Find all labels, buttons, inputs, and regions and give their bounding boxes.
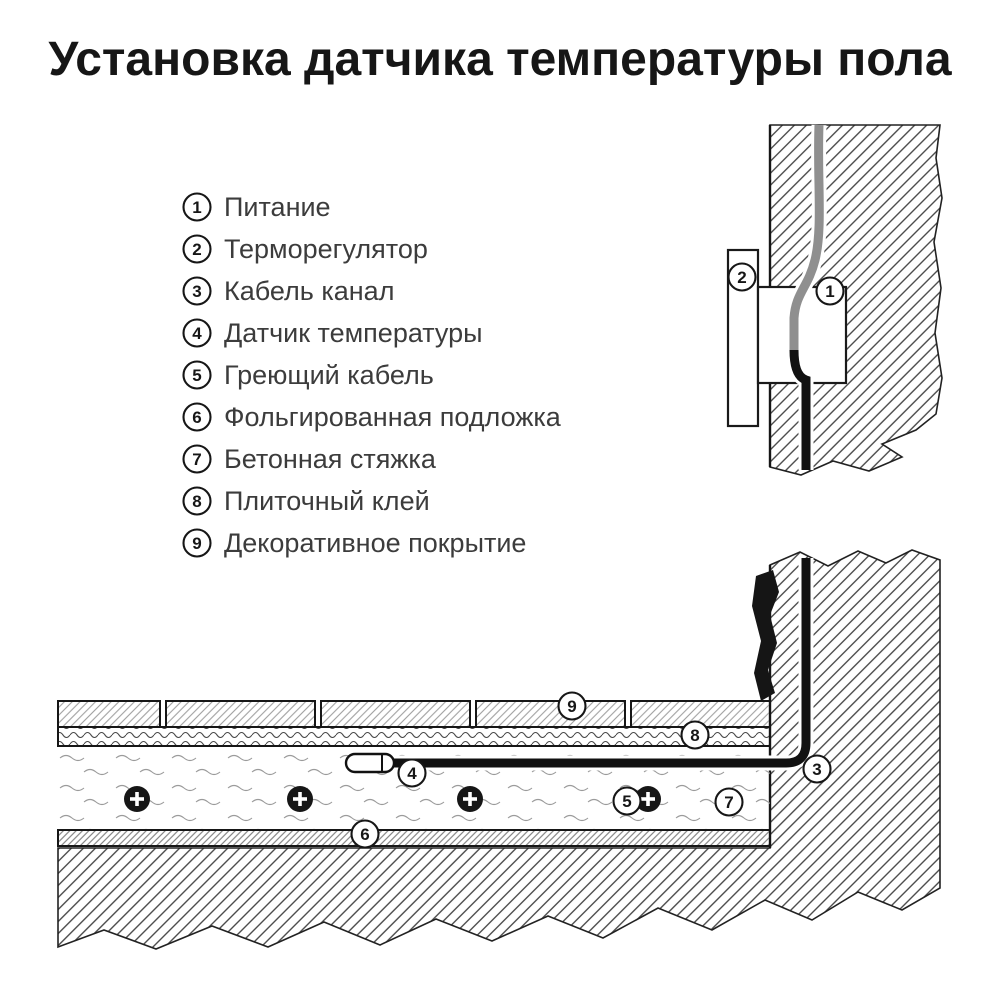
callout-decorative-cover: 9: [557, 691, 587, 721]
callout-decorative-cover-circle: [557, 691, 587, 721]
legend-badge-4: [182, 318, 212, 348]
tile-adhesive-layer: [57, 726, 771, 747]
callout-screed-circle: [714, 787, 744, 817]
legend-item-thermostat: 2 Терморегулятор: [182, 234, 428, 264]
legend-badge-3-number: 3: [192, 282, 201, 301]
callout-power: 1: [815, 276, 845, 306]
callout-cable-channel: 3: [802, 754, 832, 784]
foil-underlay-layer: [57, 829, 771, 847]
callout-foil-underlay-circle: [350, 819, 380, 849]
legend-badge-1: [182, 192, 212, 222]
callout-heating-cable-circle: [612, 786, 642, 816]
callout-tile-adhesive-number: 8: [690, 726, 699, 745]
callout-cable-channel-circle: [802, 754, 832, 784]
legend-badge-8: [182, 486, 212, 516]
diagram-callouts: 1 2 3 4 5 6 7 8: [350, 262, 845, 849]
callout-power-circle: [815, 276, 845, 306]
power-cable: [789, 124, 824, 352]
legend-badge-5-number: 5: [192, 366, 201, 385]
legend-badge-8-number: 8: [192, 492, 201, 511]
heating-cable-dot: [457, 786, 483, 812]
conduit-upper: [789, 349, 811, 470]
heating-cable-dot: [124, 786, 150, 812]
callout-temp-sensor-number: 4: [407, 764, 417, 783]
legend: 1 Питание 2 Терморегулятор 3 Кабель кана…: [182, 192, 562, 558]
legend-item-foil-underlay: 6 Фольгированная подложка: [182, 402, 562, 432]
legend-item-tile-adhesive: 8 Плиточный клей: [182, 486, 430, 516]
subfloor-and-lower-wall-hatch: [57, 549, 941, 950]
callout-cable-channel-number: 3: [812, 760, 821, 779]
tile: [475, 700, 626, 728]
legend-badge-2: [182, 234, 212, 264]
legend-label-cable-channel: Кабель канал: [224, 276, 394, 306]
legend-item-power: 1 Питание: [182, 192, 331, 222]
legend-badge-5: [182, 360, 212, 390]
legend-label-power: Питание: [224, 192, 331, 222]
legend-item-temp-sensor: 4 Датчик температуры: [182, 318, 483, 348]
tile: [57, 700, 161, 728]
callout-tile-adhesive-circle: [680, 720, 710, 750]
legend-label-screed: Бетонная стяжка: [224, 444, 437, 474]
legend-item-cable-channel: 3 Кабель канал: [182, 276, 394, 306]
legend-badge-1-number: 1: [192, 198, 201, 217]
callout-temp-sensor: 4: [397, 758, 427, 788]
legend-badge-9: [182, 528, 212, 558]
legend-label-heating-cable: Греющий кабель: [224, 360, 434, 390]
legend-label-tile-adhesive: Плиточный клей: [224, 486, 430, 516]
heating-cable-dot: [635, 786, 661, 812]
floor-section: [57, 549, 941, 950]
legend-badge-7-number: 7: [192, 450, 201, 469]
callout-thermostat-circle: [727, 262, 757, 292]
callout-heating-cable-number: 5: [622, 792, 631, 811]
legend-label-foil-underlay: Фольгированная подложка: [224, 402, 562, 432]
tile-layer: [57, 700, 771, 728]
legend-badge-6: [182, 402, 212, 432]
temperature-sensor-bulb: [344, 752, 396, 774]
legend-label-thermostat: Терморегулятор: [224, 234, 428, 264]
wall-sealant-blob: [752, 570, 779, 701]
callout-tile-adhesive: 8: [680, 720, 710, 750]
legend-label-decorative-cover: Декоративное покрытие: [224, 528, 526, 558]
legend-badge-2-number: 2: [192, 240, 201, 259]
legend-badge-6-number: 6: [192, 408, 201, 427]
legend-item-heating-cable: 5 Греющий кабель: [182, 360, 434, 390]
callout-heating-cable: 5: [612, 786, 642, 816]
legend-badge-7: [182, 444, 212, 474]
heating-cable-dot: [287, 786, 313, 812]
legend-item-decorative-cover: 9 Декоративное покрытие: [182, 528, 526, 558]
callout-foil-underlay-number: 6: [360, 825, 369, 844]
tile: [165, 700, 316, 728]
legend-label-temp-sensor: Датчик температуры: [224, 318, 483, 348]
heating-cable-crosssections: [124, 786, 661, 812]
legend-badge-3: [182, 276, 212, 306]
callout-thermostat: 2: [727, 262, 757, 292]
legend-badge-9-number: 9: [192, 534, 201, 553]
cable-channel: [390, 558, 811, 768]
callout-decorative-cover-number: 9: [567, 697, 576, 716]
legend-badge-4-number: 4: [192, 324, 202, 343]
tile: [320, 700, 471, 728]
wall-upper-section: [726, 124, 943, 476]
callout-temp-sensor-circle: [397, 758, 427, 788]
callout-power-number: 1: [825, 282, 834, 301]
page-title: Установка датчика температуры пола: [48, 33, 952, 86]
callout-screed-number: 7: [724, 793, 733, 812]
callout-screed: 7: [714, 787, 744, 817]
callout-foil-underlay: 6: [350, 819, 380, 849]
legend-item-screed: 7 Бетонная стяжка: [182, 444, 437, 474]
temperature-sensor: [344, 752, 396, 774]
callout-thermostat-number: 2: [737, 268, 746, 287]
